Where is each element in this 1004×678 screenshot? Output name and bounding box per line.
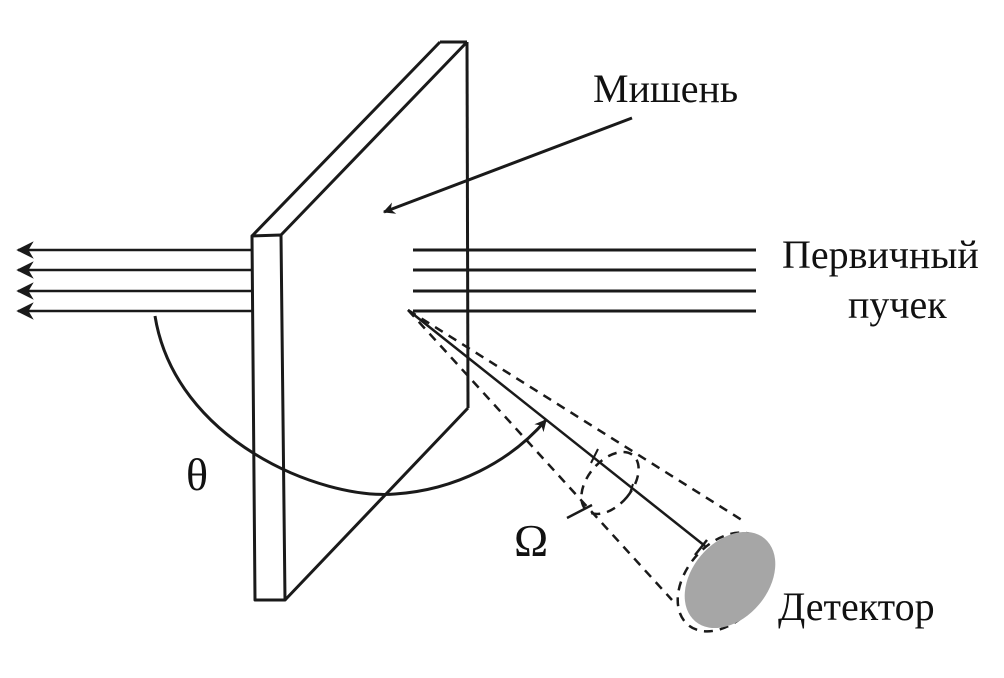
scatter-direction-line (407, 309, 706, 547)
transmitted-beam (16, 241, 252, 320)
solid-angle-omega-label: Ω (514, 515, 548, 566)
primary-beam (413, 248, 756, 313)
detector-disk (684, 531, 776, 629)
primary-beam-label-line1: Первичный (782, 232, 979, 277)
angle-theta-label: θ (186, 449, 208, 500)
angle-arc (153, 315, 548, 496)
target-plate (250, 40, 470, 602)
detector-label: Детектор (778, 584, 935, 629)
target-pointer-arrow (382, 116, 633, 214)
primary-beam-label-line2: пучек (848, 282, 947, 327)
target-label: Мишень (593, 66, 738, 111)
